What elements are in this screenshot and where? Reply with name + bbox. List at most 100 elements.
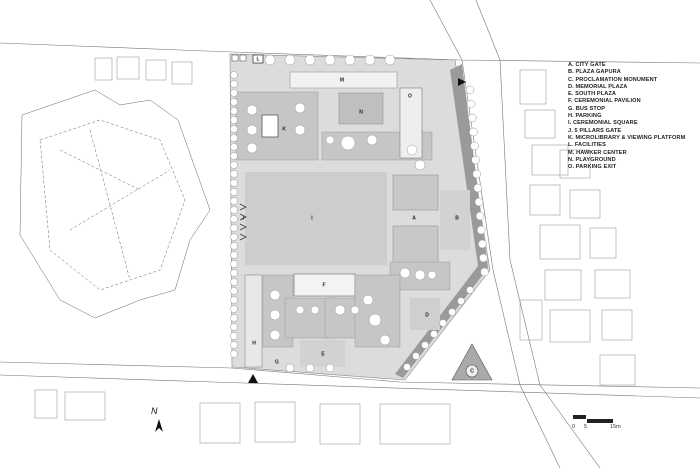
tree (230, 305, 238, 313)
tree (230, 296, 238, 304)
label-c: C (470, 368, 474, 374)
legend-item: J. 5 PILLARS GATE (568, 127, 622, 134)
tree (295, 305, 305, 315)
parking (244, 274, 263, 368)
scale-bar-segment (587, 419, 613, 423)
legend-item: F. CEREMONIAL PAVILION (568, 98, 641, 105)
surrounding-buildings (34, 56, 636, 445)
tree (230, 260, 238, 268)
tree (403, 363, 411, 371)
legend-item: O. PARKING EXIT (568, 164, 617, 171)
city-gate-north (392, 174, 439, 211)
label-a: A (412, 215, 416, 221)
legend-item: I. CEREMONIAL SQUARE (568, 120, 638, 127)
tree (471, 155, 480, 165)
tree (472, 169, 481, 179)
label-f: F (322, 282, 325, 288)
label-i: I (311, 215, 313, 221)
playground (338, 92, 384, 125)
tree (427, 270, 437, 280)
label-m: M (340, 77, 344, 83)
tree (467, 113, 477, 123)
tree (230, 323, 238, 331)
tree (269, 309, 281, 321)
tree (246, 142, 258, 154)
tree (269, 329, 281, 341)
tree (230, 233, 238, 241)
tree (325, 363, 335, 373)
scale-bar-segment (573, 415, 586, 419)
tree (414, 159, 426, 171)
plaza-gapura (440, 190, 470, 250)
tree (399, 267, 411, 279)
label-k: K (282, 126, 286, 132)
label-g: G (275, 359, 279, 365)
tree (448, 308, 456, 316)
tree (230, 134, 238, 142)
tree (474, 197, 484, 207)
scale-label-15: 15m (610, 424, 621, 430)
scale-label-5: 5 (584, 424, 588, 430)
label-l: L (256, 56, 259, 62)
tree (324, 54, 336, 66)
tree (406, 144, 418, 156)
memorial-plaza (410, 298, 440, 330)
tree (230, 224, 238, 232)
tree (230, 188, 238, 196)
legend-item: A. CITY GATE (568, 62, 606, 68)
entry-arrow-icon (458, 78, 466, 86)
tree (350, 305, 360, 315)
legend-item: E. SOUTH PLAZA (568, 91, 617, 98)
tree (310, 305, 320, 315)
legend-item: L. FACILITIES (568, 142, 606, 149)
tree (304, 54, 316, 66)
tree (334, 304, 346, 316)
tree (230, 251, 238, 259)
label-n: N (359, 109, 363, 115)
legend-item: C. PROCLAMATION MONUMENT (568, 76, 658, 83)
tree (285, 363, 295, 373)
legend-item: H. PARKING (568, 113, 602, 120)
tree (412, 352, 420, 360)
north-arrow-icon (155, 419, 163, 432)
tree (230, 287, 238, 295)
tree (230, 206, 238, 214)
label-e: E (321, 351, 325, 357)
proclamation-monument-island (451, 343, 493, 381)
neighbouring-building-west (19, 89, 211, 319)
tree (439, 319, 447, 327)
tree (269, 289, 281, 301)
tree (230, 107, 238, 115)
tree (414, 269, 426, 281)
tree (230, 152, 238, 160)
tree (230, 242, 238, 250)
tree (475, 211, 485, 221)
label-o: O (408, 93, 412, 99)
legend-item: B. PLAZA GAPURA (568, 69, 621, 76)
tree (230, 197, 238, 205)
tree (264, 54, 276, 66)
tree (478, 239, 487, 249)
tree (466, 99, 476, 109)
tree (465, 85, 475, 95)
hawker-center (289, 71, 398, 89)
tree (230, 98, 238, 106)
tree (230, 314, 238, 322)
tree (368, 313, 382, 327)
tree (421, 341, 429, 349)
legend-item: D. MEMORIAL PLAZA (568, 83, 628, 90)
tree (230, 125, 238, 133)
facilities (252, 54, 264, 64)
tree (480, 267, 489, 277)
tree (230, 116, 238, 124)
site (229, 53, 493, 381)
tree (325, 135, 335, 145)
city-gate-south (392, 225, 439, 267)
tree (230, 332, 238, 340)
trees (230, 54, 489, 373)
legend-item: G. BUS STOP (568, 105, 606, 112)
label-j: J (242, 215, 245, 221)
